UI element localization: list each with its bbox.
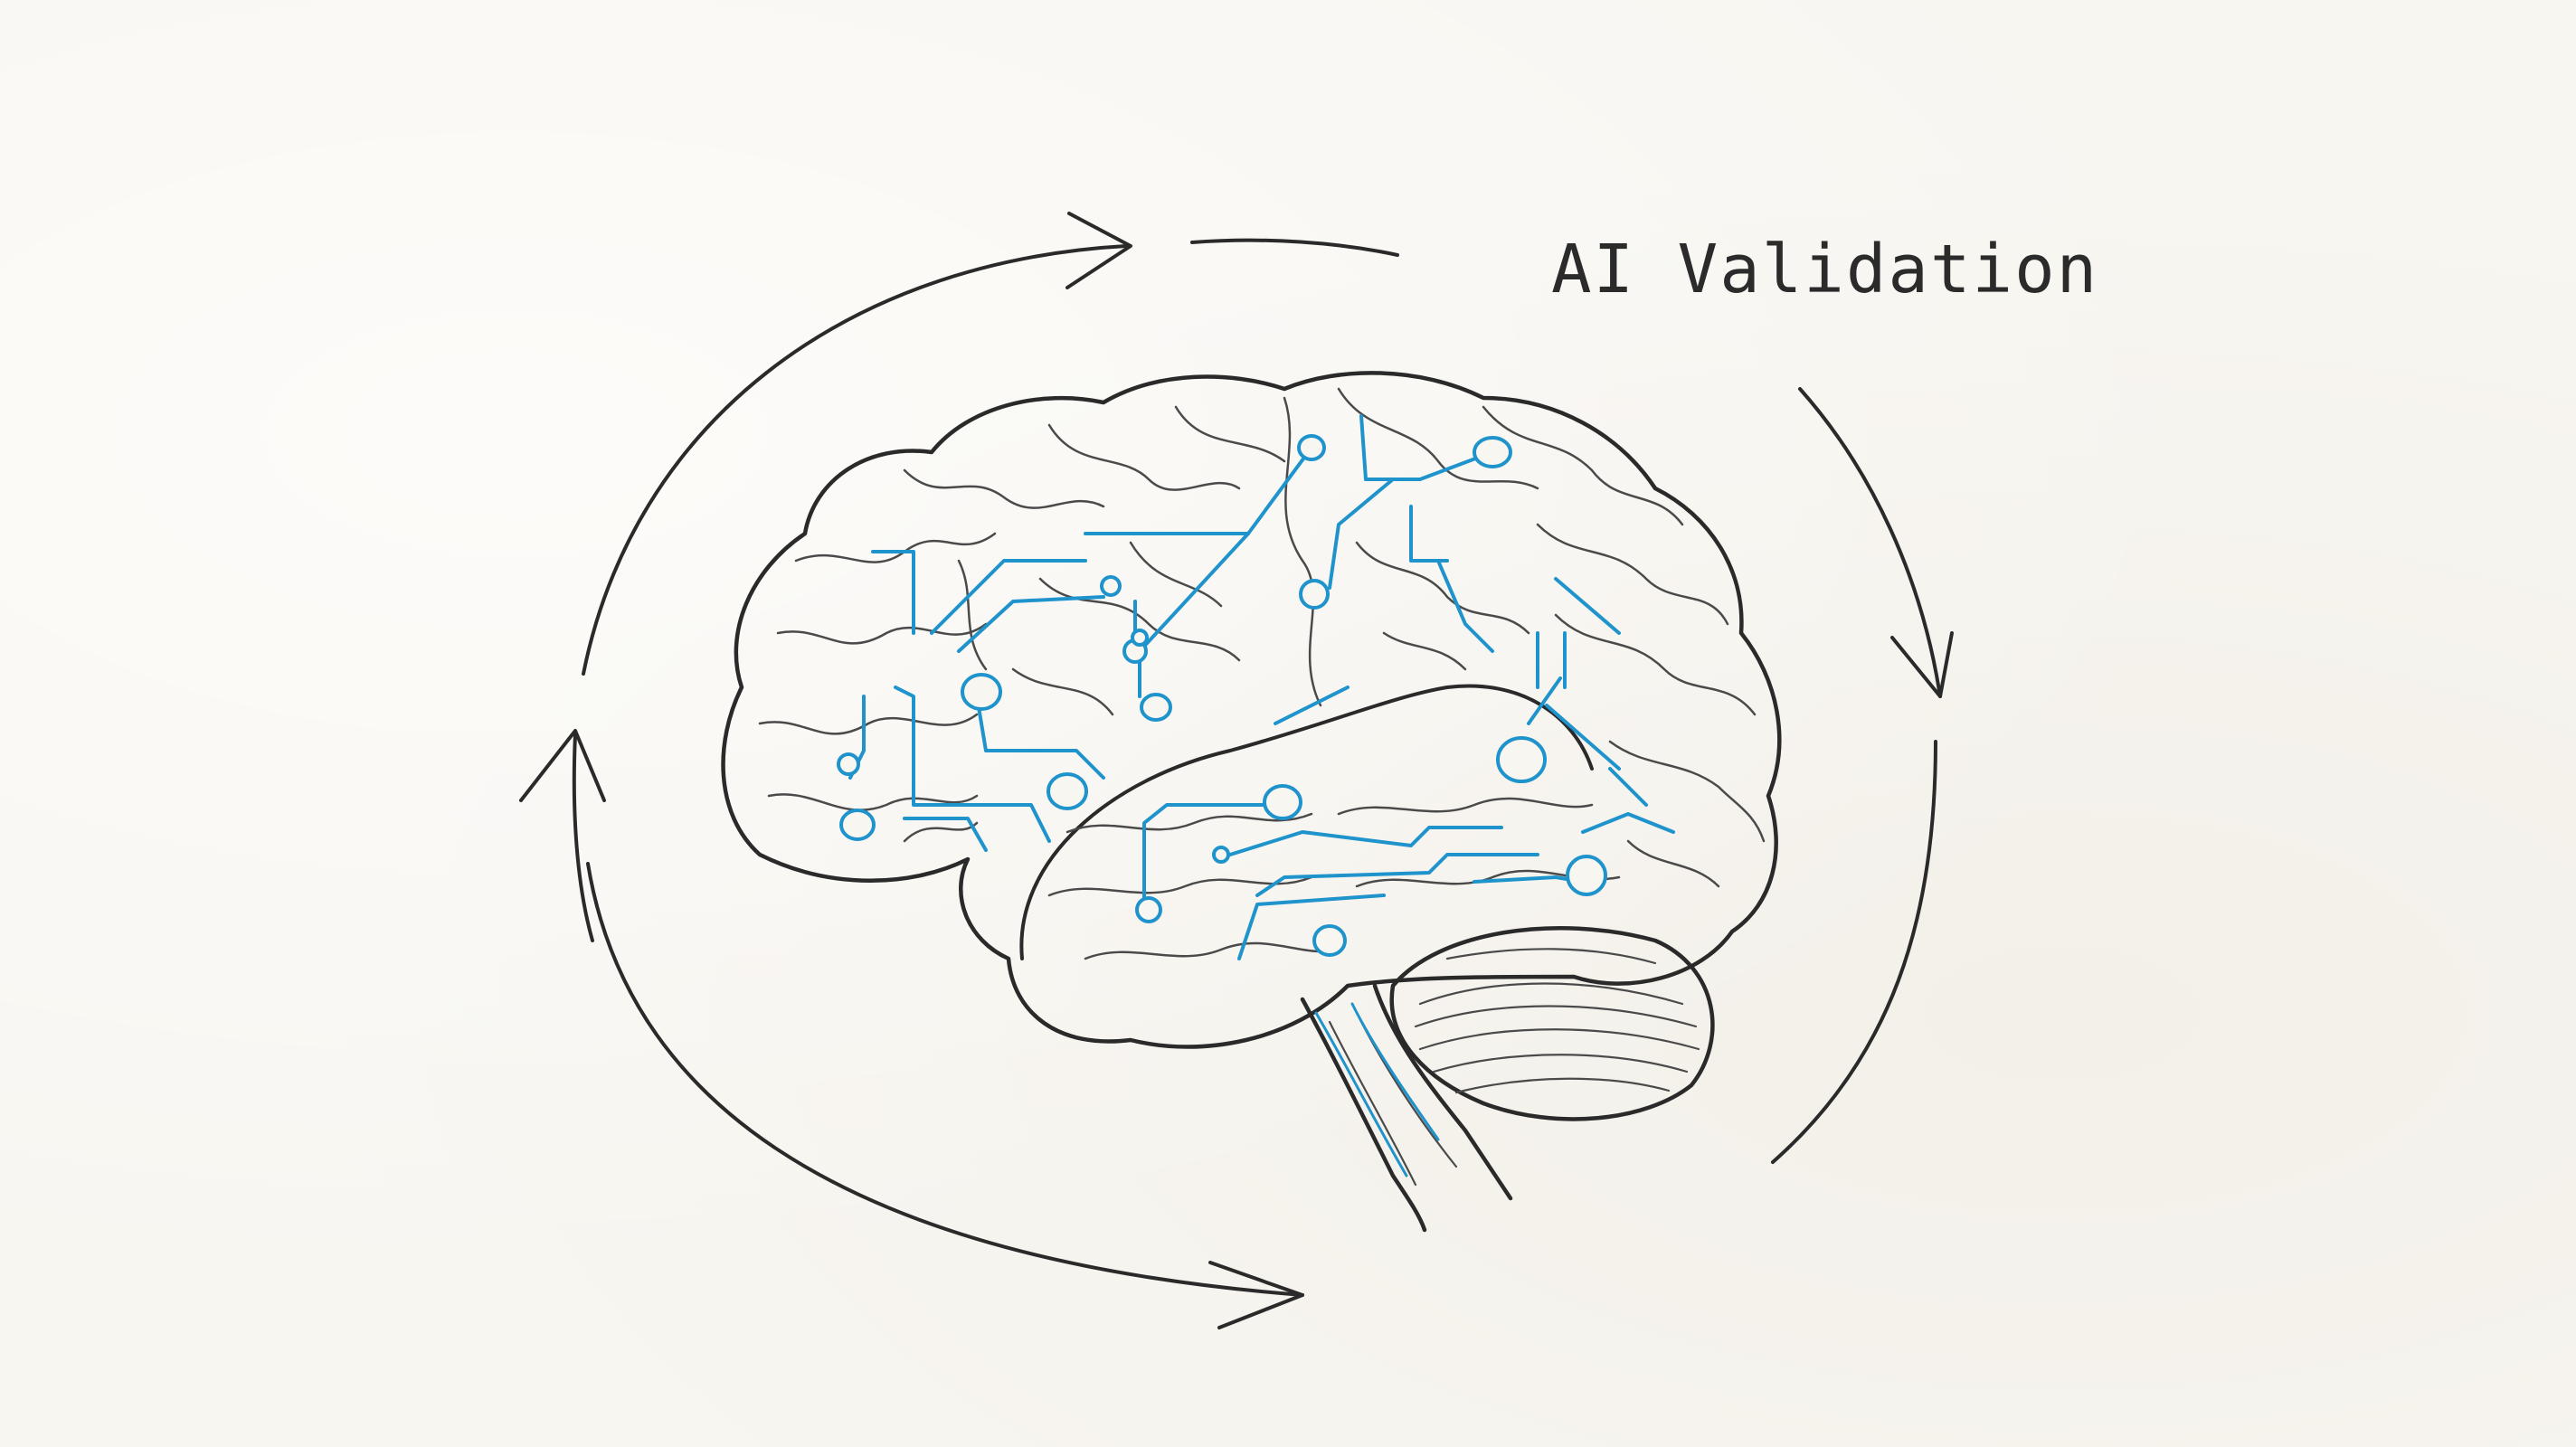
arrow-bottom [586, 862, 1304, 1329]
circuit-nodes [837, 434, 1607, 957]
brain-folds [758, 387, 1766, 960]
cycle-arrows-icon [519, 212, 1954, 1329]
cerebrum-outline [721, 371, 1782, 1049]
arrow-left [519, 729, 606, 942]
ai-validation-label: AI Validation [1551, 231, 2099, 308]
brain-circuit-icon [721, 371, 1782, 1233]
brainstem [1300, 983, 1513, 1233]
cerebellum [1389, 926, 1715, 1121]
temporal-fissure [1019, 684, 1594, 960]
arrow-top [582, 212, 1399, 676]
arrow-right [1771, 387, 1954, 1164]
